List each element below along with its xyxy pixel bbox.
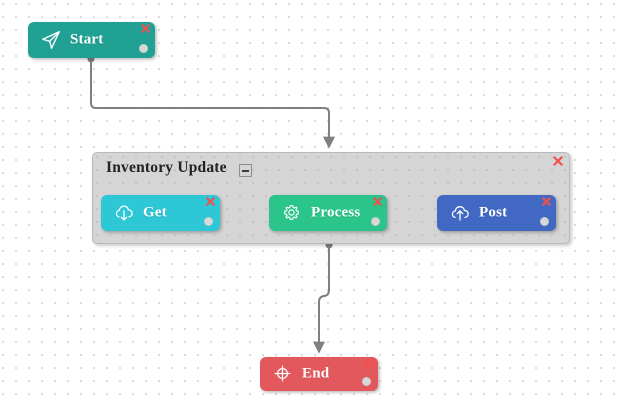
- node-end-label: End: [302, 365, 330, 382]
- node-start-label: Start: [70, 31, 104, 48]
- group-collapse-button[interactable]: [239, 164, 252, 177]
- group-close-icon[interactable]: [553, 156, 563, 166]
- node-end[interactable]: End: [260, 357, 378, 391]
- node-post[interactable]: Post: [437, 195, 556, 231]
- connection-start-to-group[interactable]: [87, 55, 335, 149]
- group-title: Inventory Update: [106, 159, 227, 176]
- cloud-download-icon: [113, 202, 135, 224]
- node-post-label: Post: [479, 204, 508, 221]
- node-close-icon[interactable]: [141, 24, 150, 33]
- node-get[interactable]: Get: [101, 195, 220, 231]
- output-port[interactable]: [540, 217, 549, 226]
- node-close-icon[interactable]: [364, 359, 373, 368]
- node-process-label: Process: [311, 204, 361, 221]
- output-port[interactable]: [371, 217, 380, 226]
- crosshair-icon: [272, 363, 294, 385]
- node-process[interactable]: Process: [269, 195, 387, 231]
- node-close-icon[interactable]: [542, 197, 551, 206]
- output-port[interactable]: [139, 44, 148, 53]
- output-port[interactable]: [204, 217, 213, 226]
- node-close-icon[interactable]: [373, 197, 382, 206]
- paper-plane-icon: [40, 29, 62, 51]
- gear-icon: [281, 202, 303, 224]
- cloud-upload-icon: [449, 202, 471, 224]
- connection-group-to-end[interactable]: [313, 241, 333, 354]
- node-close-icon[interactable]: [206, 197, 215, 206]
- node-start[interactable]: Start: [28, 22, 155, 58]
- output-port[interactable]: [362, 377, 371, 386]
- node-get-label: Get: [143, 204, 167, 221]
